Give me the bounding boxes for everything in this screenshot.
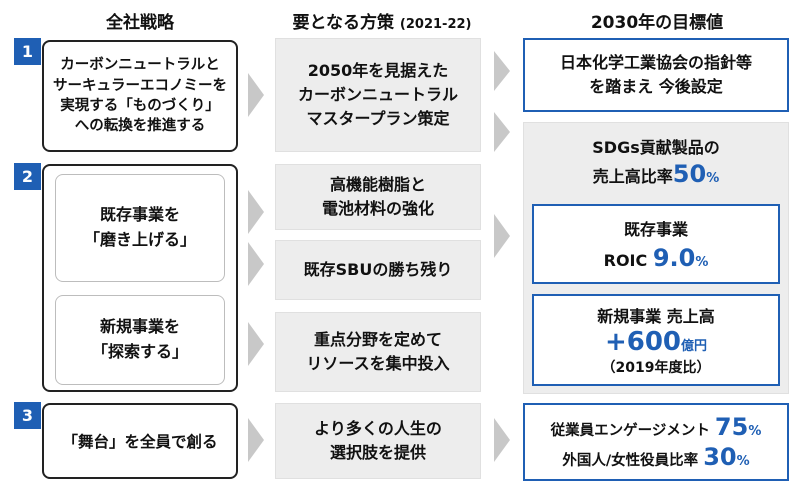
measure-life-choices: より多くの人生の 選択肢を提供 [275,403,481,479]
header-measures-period: (2021-22) [399,17,472,32]
goal-line: を踏まえ 今後設定 [589,77,723,96]
arrow-right-icon [248,418,264,462]
strategy-3-number: 3 [14,402,41,429]
goal-newbiz-unit: 億円 [681,339,708,354]
goal-newbiz-note: （2019年度比） [601,360,711,376]
goal-diversity-unit: % [736,454,750,469]
goal-newbiz-row: +600億円 [605,327,707,357]
header-measures-title: 要となる方策 [292,13,395,33]
measure-line: リソースを集中投入 [306,354,450,373]
measure-line: 既存SBUの勝ち残り [303,260,453,279]
strategy-1-number: 1 [14,38,41,65]
arrow-right-icon [248,190,264,234]
strategy-2-new: 新規事業を 「探索する」 [55,295,225,385]
arrow-right-icon [494,418,510,462]
strategy-1-box: カーボンニュートラルと サーキュラーエコノミーを 実現する「ものづくり」 への転… [42,40,238,152]
strategy-1-line: サーキュラーエコノミーを [53,77,227,94]
goal-roic-value: 9.0 [652,244,696,272]
goal-diversity-value: 30 [703,443,737,471]
goal-engagement-unit: % [748,423,762,439]
arrow-right-icon [248,242,264,286]
goal-diversity-row: 外国人/女性役員比率 30% [562,443,750,471]
measure-sbu-survival: 既存SBUの勝ち残り [275,240,481,300]
goal-roic-label: ROIC [603,251,648,270]
goal-engagement-value: 75 [714,412,749,441]
strategy-2-new-line: 新規事業を [99,317,180,337]
strategy-1-line: カーボンニュートラルと [60,57,220,74]
strategy-3-box: 「舞台」を全員で創る [42,403,238,479]
arrow-right-icon [248,73,264,117]
strategy-2-new-line: 「探索する」 [91,342,188,361]
goal-sdgs-label: 売上高比率 [592,167,673,186]
measure-focus-resources: 重点分野を定めて リソースを集中投入 [275,312,481,392]
measure-line: カーボンニュートラル [297,85,458,104]
goal-roic: 既存事業 ROIC 9.0% [532,204,780,284]
strategy-1-line: 実現する「ものづくり」 [60,98,220,114]
measure-resin-battery: 高機能樹脂と 電池材料の強化 [275,164,481,230]
goal-engagement-row: 従業員エンゲージメント 75% [550,412,762,441]
goal-engagement-label: 従業員エンゲージメント [550,422,710,439]
arrow-right-icon [494,51,510,91]
goal-line: 日本化学工業協会の指針等 [559,53,752,72]
arrow-right-icon [494,214,510,258]
goal-roic-line1: 既存事業 [623,220,688,239]
arrow-right-icon [248,322,264,366]
strategy-1-line: への転換を推進する [74,118,206,135]
header-strategy: 全社戦略 [106,13,174,33]
measure-line: 高機能樹脂と [329,175,426,194]
goal-roic-unit: % [695,255,709,270]
measure-line: マスタープラン策定 [306,109,450,128]
goal-sdgs-line1: SDGs貢献製品の [592,138,720,157]
strategy-2-existing: 既存事業を 「磨き上げる」 [55,174,225,282]
strategy-2-existing-line: 既存事業を [99,205,180,225]
measure-line: 選択肢を提供 [329,443,426,462]
goal-newbiz-value: +600 [604,327,682,357]
goal-new-business: 新規事業 売上高 +600億円 （2019年度比） [532,294,780,386]
goal-sdgs-unit: % [706,171,720,186]
goal-roic-row: ROIC 9.0% [604,244,709,272]
goal-diversity-label: 外国人/女性役員比率 [562,453,699,469]
measure-line: 電池材料の強化 [321,199,434,218]
strategy-2-number: 2 [14,163,41,190]
arrow-right-icon [494,112,510,152]
goal-people: 従業員エンゲージメント 75% 外国人/女性役員比率 30% [523,403,789,481]
goal-sdgs-value: 50 [672,160,707,188]
header-measures: 要となる方策 (2021-22) [262,8,502,33]
header-goals: 2030年の目標値 [590,13,724,33]
goal-newbiz-line1: 新規事業 売上高 [597,307,715,326]
measure-line: 2050年を見据えた [307,61,449,80]
measure-line: より多くの人生の [314,419,442,438]
strategy-3-text: 「舞台」を全員で創る [62,433,218,451]
goal-carbon-neutral: 日本化学工業協会の指針等 を踏まえ 今後設定 [523,38,789,112]
strategy-2-existing-line: 「磨き上げる」 [83,230,196,249]
measure-line: 重点分野を定めて [313,330,442,349]
measure-carbon-neutral: 2050年を見据えた カーボンニュートラル マスタープラン策定 [275,38,481,152]
